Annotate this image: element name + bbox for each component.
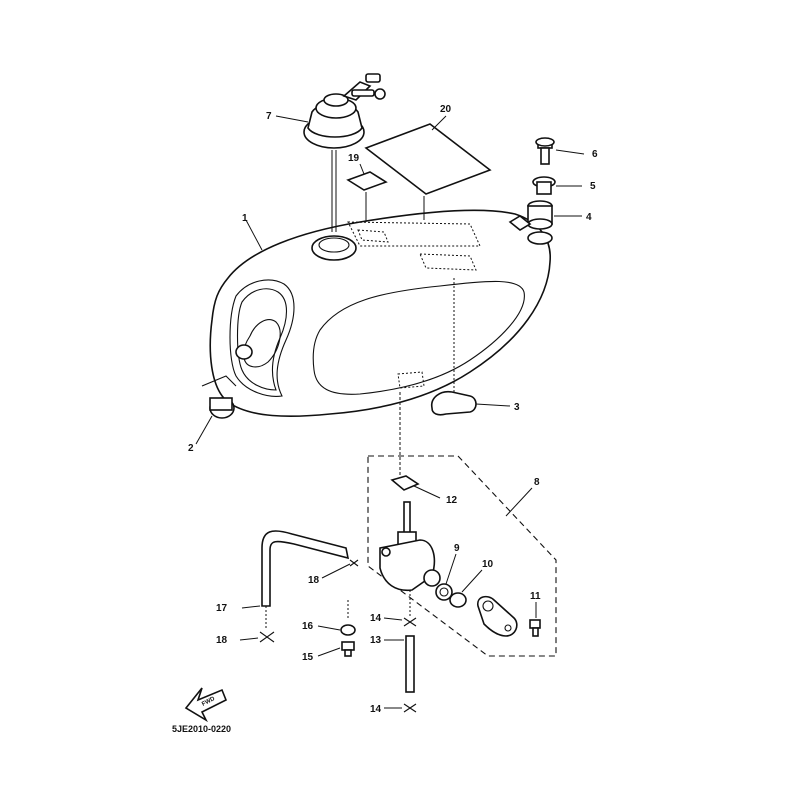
washer (340, 624, 356, 636)
fwd-arrow: FWD (184, 687, 228, 723)
side-damper (209, 397, 235, 419)
hose-clip-2 (403, 703, 417, 713)
fuel-cock-assembly-outline (367, 455, 557, 657)
callout-12: 12 (446, 495, 458, 506)
callout-6: 6 (592, 149, 598, 160)
callout-3: 3 (514, 402, 520, 413)
callout-18-left: 18 (216, 635, 228, 646)
drain-screw (341, 641, 355, 657)
callout-15: 15 (302, 652, 314, 663)
callout-20: 20 (440, 104, 452, 115)
callout-7: 7 (266, 111, 272, 122)
callout-18-center: 18 (308, 575, 320, 586)
diagram-code: 5JE2010-0220 (172, 724, 231, 734)
damper (527, 200, 553, 230)
callout-16: 16 (302, 621, 314, 632)
clamp (430, 390, 477, 416)
callout-1: 1 (242, 213, 248, 224)
lever-knob (435, 583, 453, 601)
callout-13: 13 (370, 635, 382, 646)
callout-10: 10 (482, 559, 494, 570)
mount-bolt (535, 137, 555, 165)
callout-9: 9 (454, 543, 460, 554)
fuel-cap (303, 73, 386, 149)
callout-14-upper: 14 (370, 613, 382, 624)
callout-14-lower: 14 (370, 704, 382, 715)
callout-11: 11 (530, 591, 541, 602)
front-bracket (508, 215, 532, 231)
gasket (390, 475, 420, 491)
callout-19: 19 (348, 153, 360, 164)
callout-2: 2 (188, 443, 194, 454)
small-label (346, 171, 388, 191)
callout-4: 4 (586, 212, 592, 223)
breather-hose (261, 530, 350, 607)
callout-8: 8 (534, 477, 540, 488)
fuel-cock (379, 501, 441, 592)
callout-17: 17 (216, 603, 228, 614)
fuel-tank (209, 209, 551, 417)
o-ring (449, 592, 467, 608)
hose (405, 635, 415, 693)
breather-clip (259, 631, 275, 643)
lever-plate (477, 595, 518, 637)
hose-clip (403, 617, 417, 627)
label-sheet (364, 123, 492, 195)
collar (532, 176, 556, 195)
callout-leaders (195, 115, 585, 709)
callout-5: 5 (590, 181, 596, 192)
screw (529, 619, 541, 637)
